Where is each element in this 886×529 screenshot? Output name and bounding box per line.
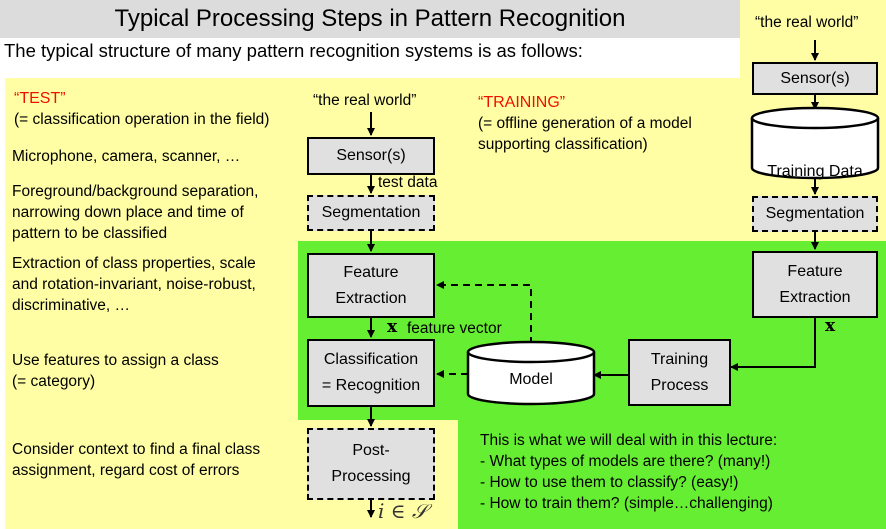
training-segmentation-box: Segmentation [752, 196, 878, 232]
lecture-intro: This is what we will deal with in this l… [480, 432, 778, 449]
lecture-item-2: - How to use them to classify? (easy!) [480, 474, 739, 491]
test-heading: “TEST” [14, 90, 66, 107]
lecture-item-3: - How to train them? (simple…challenging… [480, 495, 773, 512]
post-processing-box: Post- Processing [307, 428, 435, 500]
sensor-note: Microphone, camera, scanner, … [12, 148, 241, 165]
training-sensor-box: Sensor(s) [752, 62, 878, 95]
test-feature-extraction-box: Feature Extraction [307, 253, 435, 318]
classification-note: Use features to assign a class (= catego… [12, 352, 219, 390]
test-description: (= classification operation in the field… [14, 111, 270, 128]
test-segmentation-box: Segmentation [307, 195, 435, 231]
training-feature-extraction-box: Feature Extraction [752, 251, 878, 318]
training-process-box: Training Process [628, 339, 731, 406]
training-data-label: Training Data [767, 163, 863, 180]
test-real-world: “the real world” [313, 92, 417, 109]
feature-vector-x: x [387, 317, 398, 337]
page-subtitle: The typical structure of many pattern re… [4, 40, 583, 61]
segmentation-note: Foreground/background separation, narrow… [12, 183, 259, 242]
feature-vector-label: feature vector [407, 320, 502, 337]
page-title: Typical Processing Steps in Pattern Reco… [114, 5, 626, 32]
title-bar [0, 0, 740, 38]
training-heading: “TRAINING” [478, 94, 566, 111]
classification-box: Classification = Recognition [307, 339, 435, 407]
lecture-region-bottom [458, 420, 886, 529]
real-world-top: “the real world” [755, 14, 859, 31]
test-sensor-box: Sensor(s) [307, 137, 435, 175]
output-class-label: i ∈ 𝒮 [378, 499, 428, 523]
lecture-item-1: - What types of models are there? (many!… [480, 453, 771, 470]
training-x-symbol: x [825, 316, 836, 336]
training-description: (= offline generation of a model support… [478, 115, 692, 153]
feature-note: Extraction of class properties, scale an… [12, 255, 256, 314]
post-processing-note: Consider context to find a final class a… [12, 441, 261, 479]
model-label: Model [509, 371, 553, 388]
test-data-label: test data [378, 174, 438, 191]
